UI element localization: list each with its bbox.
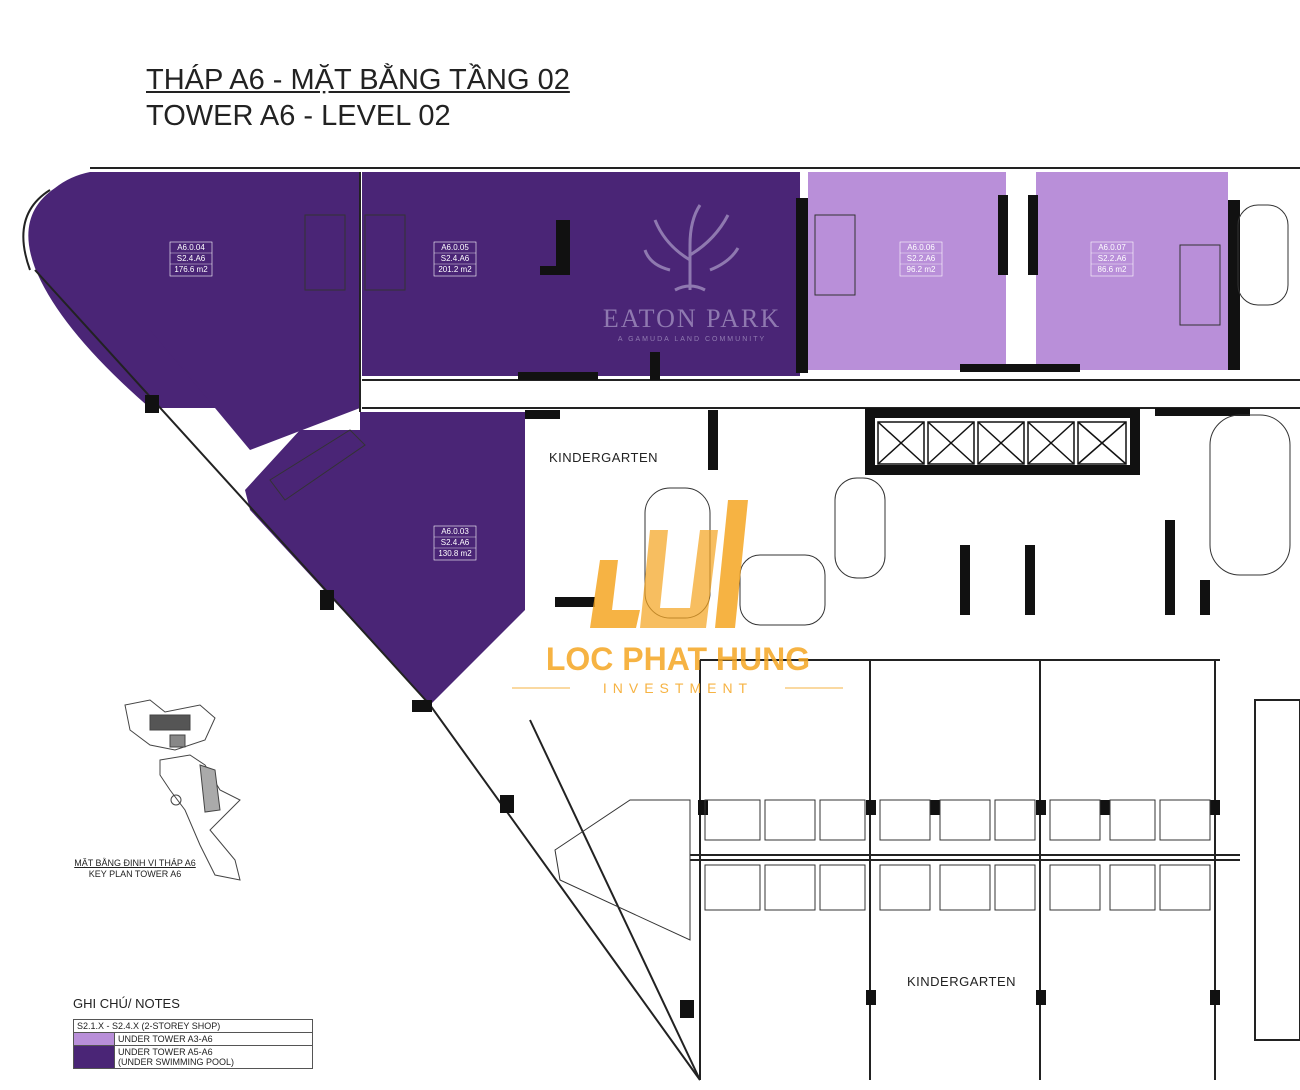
outer-walls — [22, 167, 1300, 1081]
legend-row-dark: UNDER TOWER A5-A6 (UNDER SWIMMING POOL) — [73, 1045, 313, 1069]
structural-columns — [145, 195, 1250, 1018]
legend-table: S2.1.X - S2.4.X (2-STOREY SHOP) UNDER TO… — [73, 1019, 313, 1069]
dark-purple-swatch — [73, 1045, 115, 1069]
legend-row-light: UNDER TOWER A3-A6 — [73, 1032, 313, 1046]
key-plan-caption: MẶT BẰNG ĐỊNH VỊ THÁP A6 KEY PLAN TOWER … — [60, 858, 210, 880]
key-plan-caption-vi: MẶT BẰNG ĐỊNH VỊ THÁP A6 — [74, 858, 196, 868]
title-block: THÁP A6 - MẶT BẰNG TẦNG 02 TOWER A6 - LE… — [146, 62, 570, 134]
shop-grid — [554, 799, 1211, 941]
unit-a6-0-04-lower — [150, 330, 360, 450]
unit-a6-0-06-area[interactable] — [808, 172, 1006, 370]
unit-type: S2.4.A6 — [441, 538, 470, 547]
legend-dark-line-1: UNDER TOWER A5-A6 — [118, 1047, 213, 1057]
lph-name: LOC PHAT HUNG — [546, 641, 810, 677]
title-english: TOWER A6 - LEVEL 02 — [146, 100, 451, 132]
unit-code: A6.0.04 — [177, 243, 205, 252]
unit-area: 130.8 m2 — [438, 549, 472, 558]
unit-type: S2.2.A6 — [1098, 254, 1127, 263]
unit-code: A6.0.05 — [441, 243, 469, 252]
legend-header: S2.1.X - S2.4.X (2-STOREY SHOP) — [73, 1019, 313, 1033]
light-purple-swatch — [73, 1032, 115, 1046]
notes-title: GHI CHÚ/ NOTES — [73, 996, 180, 1011]
legend-dark-line-2: (UNDER SWIMMING POOL) — [118, 1057, 234, 1067]
unit-a6-0-07-area[interactable] — [1036, 172, 1228, 370]
unit-type: S2.2.A6 — [907, 254, 936, 263]
notes-legend: GHI CHÚ/ NOTES S2.1.X - S2.4.X (2-STOREY… — [73, 996, 313, 1069]
lph-logo-icon — [590, 500, 748, 628]
unit-code: A6.0.07 — [1098, 243, 1126, 252]
unit-a6-0-05-area[interactable] — [362, 172, 800, 376]
key-plan-map — [124, 699, 241, 881]
legend-dark-label: UNDER TOWER A5-A6 (UNDER SWIMMING POOL) — [114, 1045, 313, 1069]
unit-type: S2.4.A6 — [177, 254, 206, 263]
unit-type: S2.4.A6 — [441, 254, 470, 263]
elevator-bank — [877, 421, 1127, 465]
eaton-park-watermark: EATON PARK A GAMUDA LAND COMMUNITY — [603, 204, 781, 343]
unit-code: A6.0.06 — [907, 243, 935, 252]
eaton-park-sub: A GAMUDA LAND COMMUNITY — [618, 336, 766, 343]
unit-a6-0-03-area[interactable] — [245, 412, 525, 705]
legend-light-label: UNDER TOWER A3-A6 — [114, 1032, 313, 1046]
legend-header-row: S2.1.X - S2.4.X (2-STOREY SHOP) — [73, 1019, 313, 1033]
kindergarten-label-upper: KINDERGARTEN — [549, 450, 658, 465]
key-plan-caption-en: KEY PLAN TOWER A6 — [88, 869, 182, 879]
eaton-park-name: EATON PARK — [603, 304, 781, 333]
unit-area: 201.2 m2 — [438, 265, 472, 274]
staircases — [269, 204, 1291, 626]
unit-code: A6.0.03 — [441, 527, 469, 536]
kindergarten-label-lower: KINDERGARTEN — [907, 974, 1016, 989]
unit-area: 176.6 m2 — [174, 265, 208, 274]
lph-sub: INVESTMENT — [603, 680, 753, 696]
unit-area: 96.2 m2 — [907, 265, 936, 274]
loc-phat-hung-watermark: LOC PHAT HUNG INVESTMENT — [512, 500, 843, 696]
unit-area: 86.6 m2 — [1098, 265, 1127, 274]
title-vietnamese: THÁP A6 - MẶT BẰNG TẦNG 02 — [146, 64, 570, 96]
tree-icon — [643, 204, 740, 292]
